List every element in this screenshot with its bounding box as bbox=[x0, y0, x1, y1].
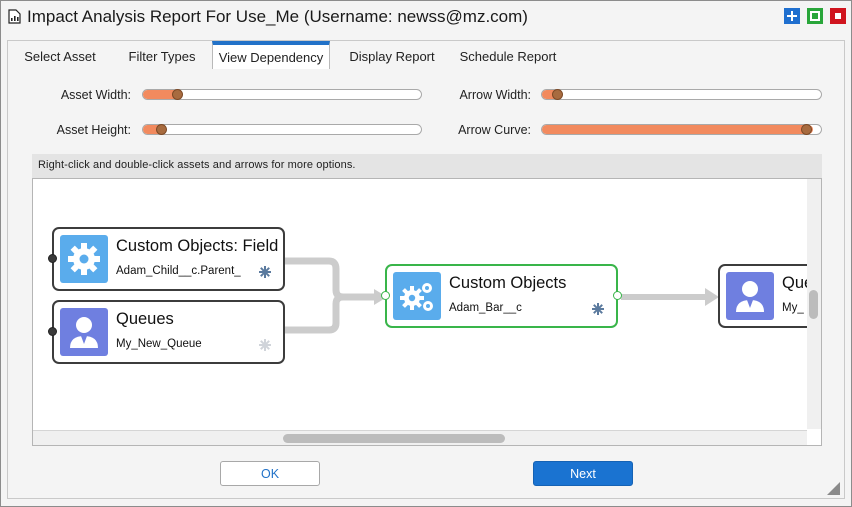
horizontal-scroll-thumb[interactable] bbox=[283, 434, 505, 443]
window-title: Impact Analysis Report For Use_Me (Usern… bbox=[27, 7, 528, 26]
tab-bar: Select Asset Filter Types View Dependenc… bbox=[7, 41, 845, 69]
restore-button[interactable] bbox=[807, 8, 823, 24]
asset-width-label: Asset Width: bbox=[60, 88, 131, 102]
asterisk-icon[interactable] bbox=[592, 303, 604, 315]
arrow-width-label: Arrow Width: bbox=[459, 88, 531, 102]
node-title: Que bbox=[782, 274, 807, 292]
asset-width-thumb[interactable] bbox=[172, 89, 183, 100]
clip-region: Que My_ bbox=[718, 264, 807, 330]
asterisk-icon[interactable] bbox=[259, 339, 271, 351]
node-subtitle: Adam_Child__c.Parent_ bbox=[116, 265, 241, 277]
vertical-scroll-thumb[interactable] bbox=[809, 290, 818, 319]
maximize-button[interactable] bbox=[784, 8, 800, 24]
square-icon bbox=[810, 11, 820, 21]
tab-display-report[interactable]: Display Report bbox=[349, 49, 435, 64]
ok-button[interactable]: OK bbox=[220, 461, 320, 486]
asset-icon-box bbox=[726, 272, 774, 320]
tab-filter-types[interactable]: Filter Types bbox=[128, 49, 196, 64]
tab-schedule-report[interactable]: Schedule Report bbox=[459, 49, 557, 64]
arrow-width-slider[interactable] bbox=[541, 89, 822, 100]
asset-icon-box bbox=[60, 235, 108, 283]
next-button[interactable]: Next bbox=[533, 461, 633, 486]
asset-node-queues-2[interactable]: Que My_ bbox=[718, 264, 807, 328]
asterisk-icon[interactable] bbox=[259, 266, 271, 278]
asset-height-fill bbox=[143, 125, 165, 134]
asset-height-thumb[interactable] bbox=[156, 124, 167, 135]
arrow-curve-thumb[interactable] bbox=[801, 124, 812, 135]
vertical-scrollbar[interactable] bbox=[807, 179, 821, 429]
asset-node-queues[interactable]: Queues My_New_Queue bbox=[52, 300, 285, 364]
input-port[interactable] bbox=[48, 327, 57, 336]
resize-grip-icon[interactable] bbox=[827, 482, 840, 495]
asset-node-custom-objects-field[interactable]: Custom Objects: Field Adam_Child__c.Pare… bbox=[52, 227, 285, 291]
asset-width-fill bbox=[143, 90, 182, 99]
gear-icon bbox=[68, 243, 100, 275]
asset-height-label: Asset Height: bbox=[56, 123, 131, 137]
asset-node-custom-objects[interactable]: Custom Objects Adam_Bar__c bbox=[385, 264, 618, 328]
plus-icon bbox=[787, 11, 797, 21]
node-title: Custom Objects bbox=[449, 274, 567, 292]
tab-view-dependency[interactable]: View Dependency bbox=[212, 41, 330, 69]
user-icon bbox=[736, 281, 764, 312]
node-subtitle: My_ bbox=[782, 302, 804, 314]
asset-icon-box bbox=[60, 308, 108, 356]
asset-width-slider[interactable] bbox=[142, 89, 422, 100]
title-bar: Impact Analysis Report For Use_Me (Usern… bbox=[1, 1, 851, 31]
report-icon bbox=[8, 9, 21, 24]
input-port[interactable] bbox=[48, 254, 57, 263]
user-icon bbox=[70, 317, 98, 348]
arrow-curve-fill bbox=[542, 125, 813, 134]
node-subtitle: Adam_Bar__c bbox=[449, 302, 522, 314]
asset-icon-box bbox=[393, 272, 441, 320]
close-button[interactable] bbox=[830, 8, 846, 24]
gears-icon bbox=[400, 283, 433, 311]
input-port[interactable] bbox=[381, 291, 390, 300]
tab-select-asset[interactable]: Select Asset bbox=[24, 49, 96, 64]
connector-arrows[interactable] bbox=[33, 179, 822, 446]
node-subtitle: My_New_Queue bbox=[116, 338, 202, 350]
close-icon bbox=[835, 13, 841, 19]
horizontal-scrollbar[interactable] bbox=[33, 430, 807, 445]
node-title: Queues bbox=[116, 310, 174, 328]
arrow-width-thumb[interactable] bbox=[552, 89, 563, 100]
hint-text: Right-click and double-click assets and … bbox=[32, 154, 822, 178]
arrow-curve-slider[interactable] bbox=[541, 124, 822, 135]
asset-height-slider[interactable] bbox=[142, 124, 422, 135]
node-title: Custom Objects: Field bbox=[116, 237, 279, 255]
output-port[interactable] bbox=[613, 291, 622, 300]
arrow-curve-label: Arrow Curve: bbox=[458, 123, 531, 137]
